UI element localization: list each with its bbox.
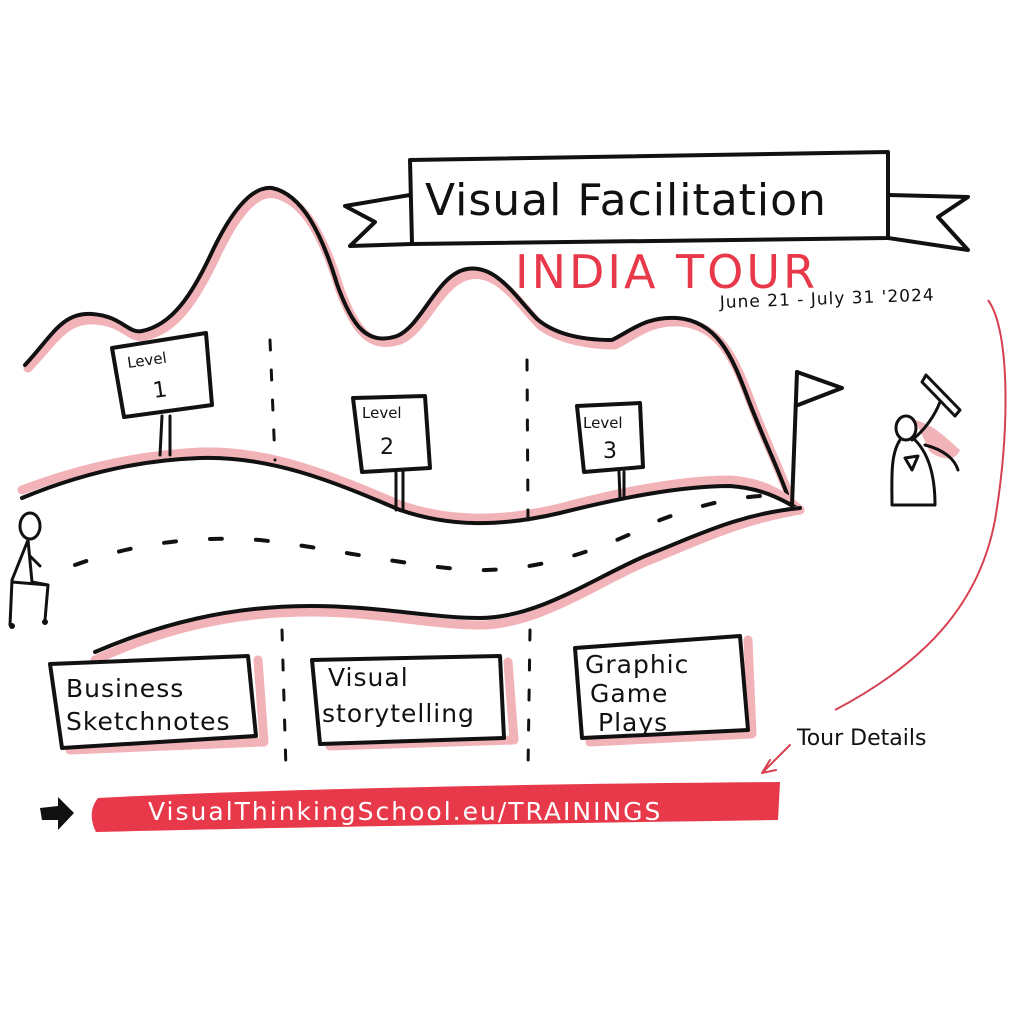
- level-sign-3-label: Level: [583, 414, 623, 432]
- flag-icon: [790, 370, 844, 507]
- trainings-link-bar[interactable]: [91, 782, 780, 832]
- tour-details-annotation: Tour Details: [796, 726, 926, 751]
- training-2-line1: Visual: [328, 663, 409, 692]
- title-banner: Visual Facilitation: [343, 150, 970, 252]
- level-sign-2: Level 2: [351, 394, 432, 512]
- divider-2: [525, 358, 530, 522]
- level-sign-1: Level 1: [110, 331, 214, 457]
- trainings-link[interactable]: VisualThinkingSchool.eu/TRAININGS: [91, 782, 780, 832]
- road: [17, 447, 805, 665]
- divider-3: [280, 628, 288, 772]
- training-2-line2: storytelling: [322, 699, 475, 728]
- level-sign-3: Level 3: [575, 401, 645, 500]
- trainings-link-url[interactable]: VisualThinkingSchool.eu/TRAININGS: [148, 797, 662, 826]
- tour-details-arrow: [761, 744, 791, 774]
- training-3-line3: Plays: [598, 708, 668, 737]
- training-box-visual-storytelling: Visual storytelling: [310, 654, 519, 751]
- level-sign-2-label: Level: [362, 404, 402, 422]
- banner-title: Visual Facilitation: [425, 175, 827, 226]
- level-sign-1-label: Level: [126, 349, 168, 372]
- training-box-graphic-game-plays: Graphic Game Plays: [573, 634, 757, 747]
- level-sign-2-number: 2: [380, 435, 394, 460]
- banner-subtitle: INDIA TOUR: [515, 245, 818, 299]
- training-3-line1: Graphic: [585, 650, 689, 679]
- training-1-line2: Sketchnotes: [66, 707, 231, 736]
- walking-person-icon: [8, 511, 50, 629]
- divider-1: [268, 338, 277, 462]
- banner-box: [408, 150, 890, 246]
- level-sign-3-number: 3: [603, 439, 617, 464]
- training-1-line1: Business: [66, 674, 184, 703]
- banner-right-ribbon: [886, 193, 970, 252]
- training-box-business-sketchnotes: Business Sketchnotes: [48, 654, 269, 755]
- training-3-line2: Game: [590, 679, 668, 708]
- divider-4: [526, 628, 532, 772]
- banner-left-ribbon: [343, 193, 414, 248]
- mountain-range: [23, 185, 795, 503]
- pointing-hand-icon: [40, 797, 74, 830]
- level-sign-1-number: 1: [151, 377, 168, 404]
- tour-details-connector: [834, 299, 1007, 711]
- superhero-with-marker-icon: [890, 373, 962, 507]
